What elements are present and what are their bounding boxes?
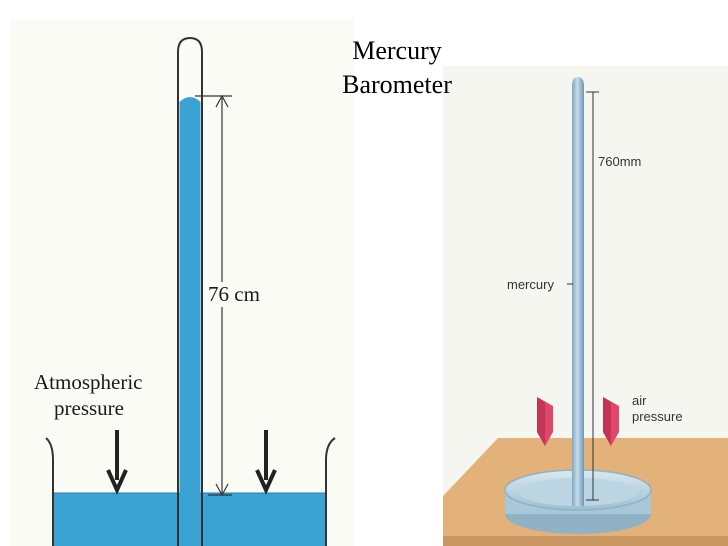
air-pressure-arrow-left (537, 397, 553, 446)
right-diagram-graphic (443, 77, 728, 546)
air-pressure-arrow-right (603, 397, 619, 446)
left-height-label: 76 cm (206, 282, 262, 307)
dish-wall-left (45, 437, 54, 546)
mercury-label: mercury (507, 277, 554, 292)
measure-arrow-down (215, 483, 229, 497)
air-pressure-label-line2: pressure (632, 409, 683, 424)
atmospheric-pressure-label-line2: pressure (54, 396, 124, 420)
right-height-label: 760mm (598, 154, 642, 169)
tube-mercury-column (179, 97, 201, 546)
atmospheric-pressure-label-line1: Atmospheric (34, 370, 143, 394)
page-title: Mercury Barometer (322, 34, 472, 102)
right-barometer-photo: 760mm mercury air pressure (443, 66, 728, 546)
left-diagram-graphic (45, 36, 336, 546)
air-pressure-label-line1: air (632, 393, 647, 408)
pressure-arrow-left (106, 430, 128, 495)
tube-glass (177, 36, 203, 546)
pressure-arrow-right (255, 430, 277, 495)
title-line1: Mercury (352, 36, 442, 65)
left-barometer-diagram: 76 cm Atmospheric pressure (10, 20, 354, 546)
dish-wall-right (325, 437, 336, 546)
photo-tube (572, 77, 584, 506)
title-line2: Barometer (342, 70, 452, 99)
measure-arrow-up (215, 94, 229, 108)
